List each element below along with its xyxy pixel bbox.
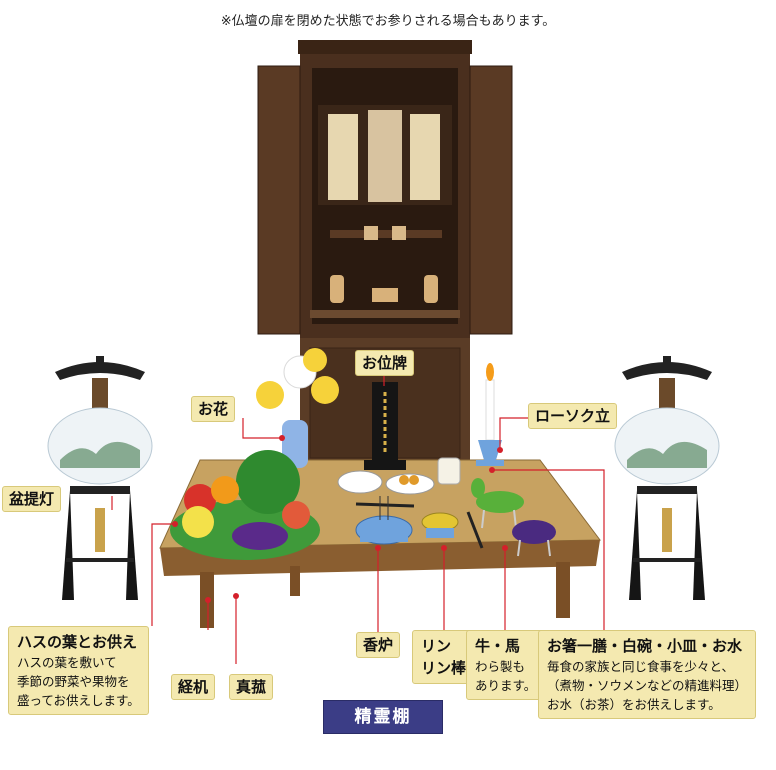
eggplant-cow	[512, 520, 556, 557]
ohashi-title: お箸一膳・白碗・小皿・お水	[547, 637, 743, 655]
hasu-line: 季節の野菜や果物を	[17, 674, 130, 689]
incense-burner	[355, 496, 413, 545]
ihai-tablet	[364, 382, 406, 470]
label-bonchochin: 盆提灯	[2, 486, 62, 512]
ohashi-line: （煮物・ソウメンなどの精進料理）	[547, 678, 748, 693]
rin-line1: リン	[421, 637, 452, 655]
ushiuma-line: わら製も	[475, 659, 526, 674]
ohashi-line: 毎食の家族と同じ食事を少々と、	[547, 659, 735, 674]
ushiuma-box: 牛・馬 わら製も あります。	[466, 630, 546, 700]
label-ohana: お花	[191, 396, 236, 422]
cucumber-horse	[471, 478, 524, 529]
hasu-line: ハスの葉を敷いて	[17, 655, 117, 670]
hasu-box: ハスの葉とお供え ハスの葉を敷いて 季節の野菜や果物を 盛ってお供えします。	[8, 626, 149, 715]
ohashi-line: お水（お茶）をお供えします。	[547, 697, 721, 712]
ushiuma-title: 牛・馬	[475, 637, 521, 655]
rin-bell	[421, 511, 484, 549]
rin-line2: リン棒	[421, 659, 467, 677]
hasu-line: 盛ってお供えします。	[17, 693, 140, 708]
food-offerings	[337, 457, 461, 508]
label-koro: 香炉	[356, 632, 401, 658]
hasu-title: ハスの葉とお供え	[17, 633, 138, 651]
label-rin: リン リン棒	[412, 630, 476, 684]
label-makomo: 真菰	[229, 674, 274, 700]
right-lantern	[614, 356, 720, 600]
label-kyozukue: 経机	[171, 674, 216, 700]
diagram-title: 精霊棚	[323, 700, 443, 734]
label-ihai: お位牌	[355, 350, 415, 376]
candle-stand	[476, 363, 504, 466]
top-note: ※仏壇の扉を閉めた状態でお参りされる場合もあります。	[220, 14, 556, 29]
label-rosoku: ローソク立	[528, 403, 618, 429]
left-lantern	[47, 356, 153, 600]
ohashi-box: お箸一膳・白碗・小皿・お水 毎食の家族と同じ食事を少々と、 （煮物・ソウメンなど…	[538, 630, 757, 719]
flower-vase	[256, 348, 339, 468]
lotus-leaf-offerings	[170, 450, 320, 560]
leader-dots	[172, 435, 508, 603]
ushiuma-line: あります。	[475, 678, 537, 693]
leader-lines	[111, 372, 605, 664]
